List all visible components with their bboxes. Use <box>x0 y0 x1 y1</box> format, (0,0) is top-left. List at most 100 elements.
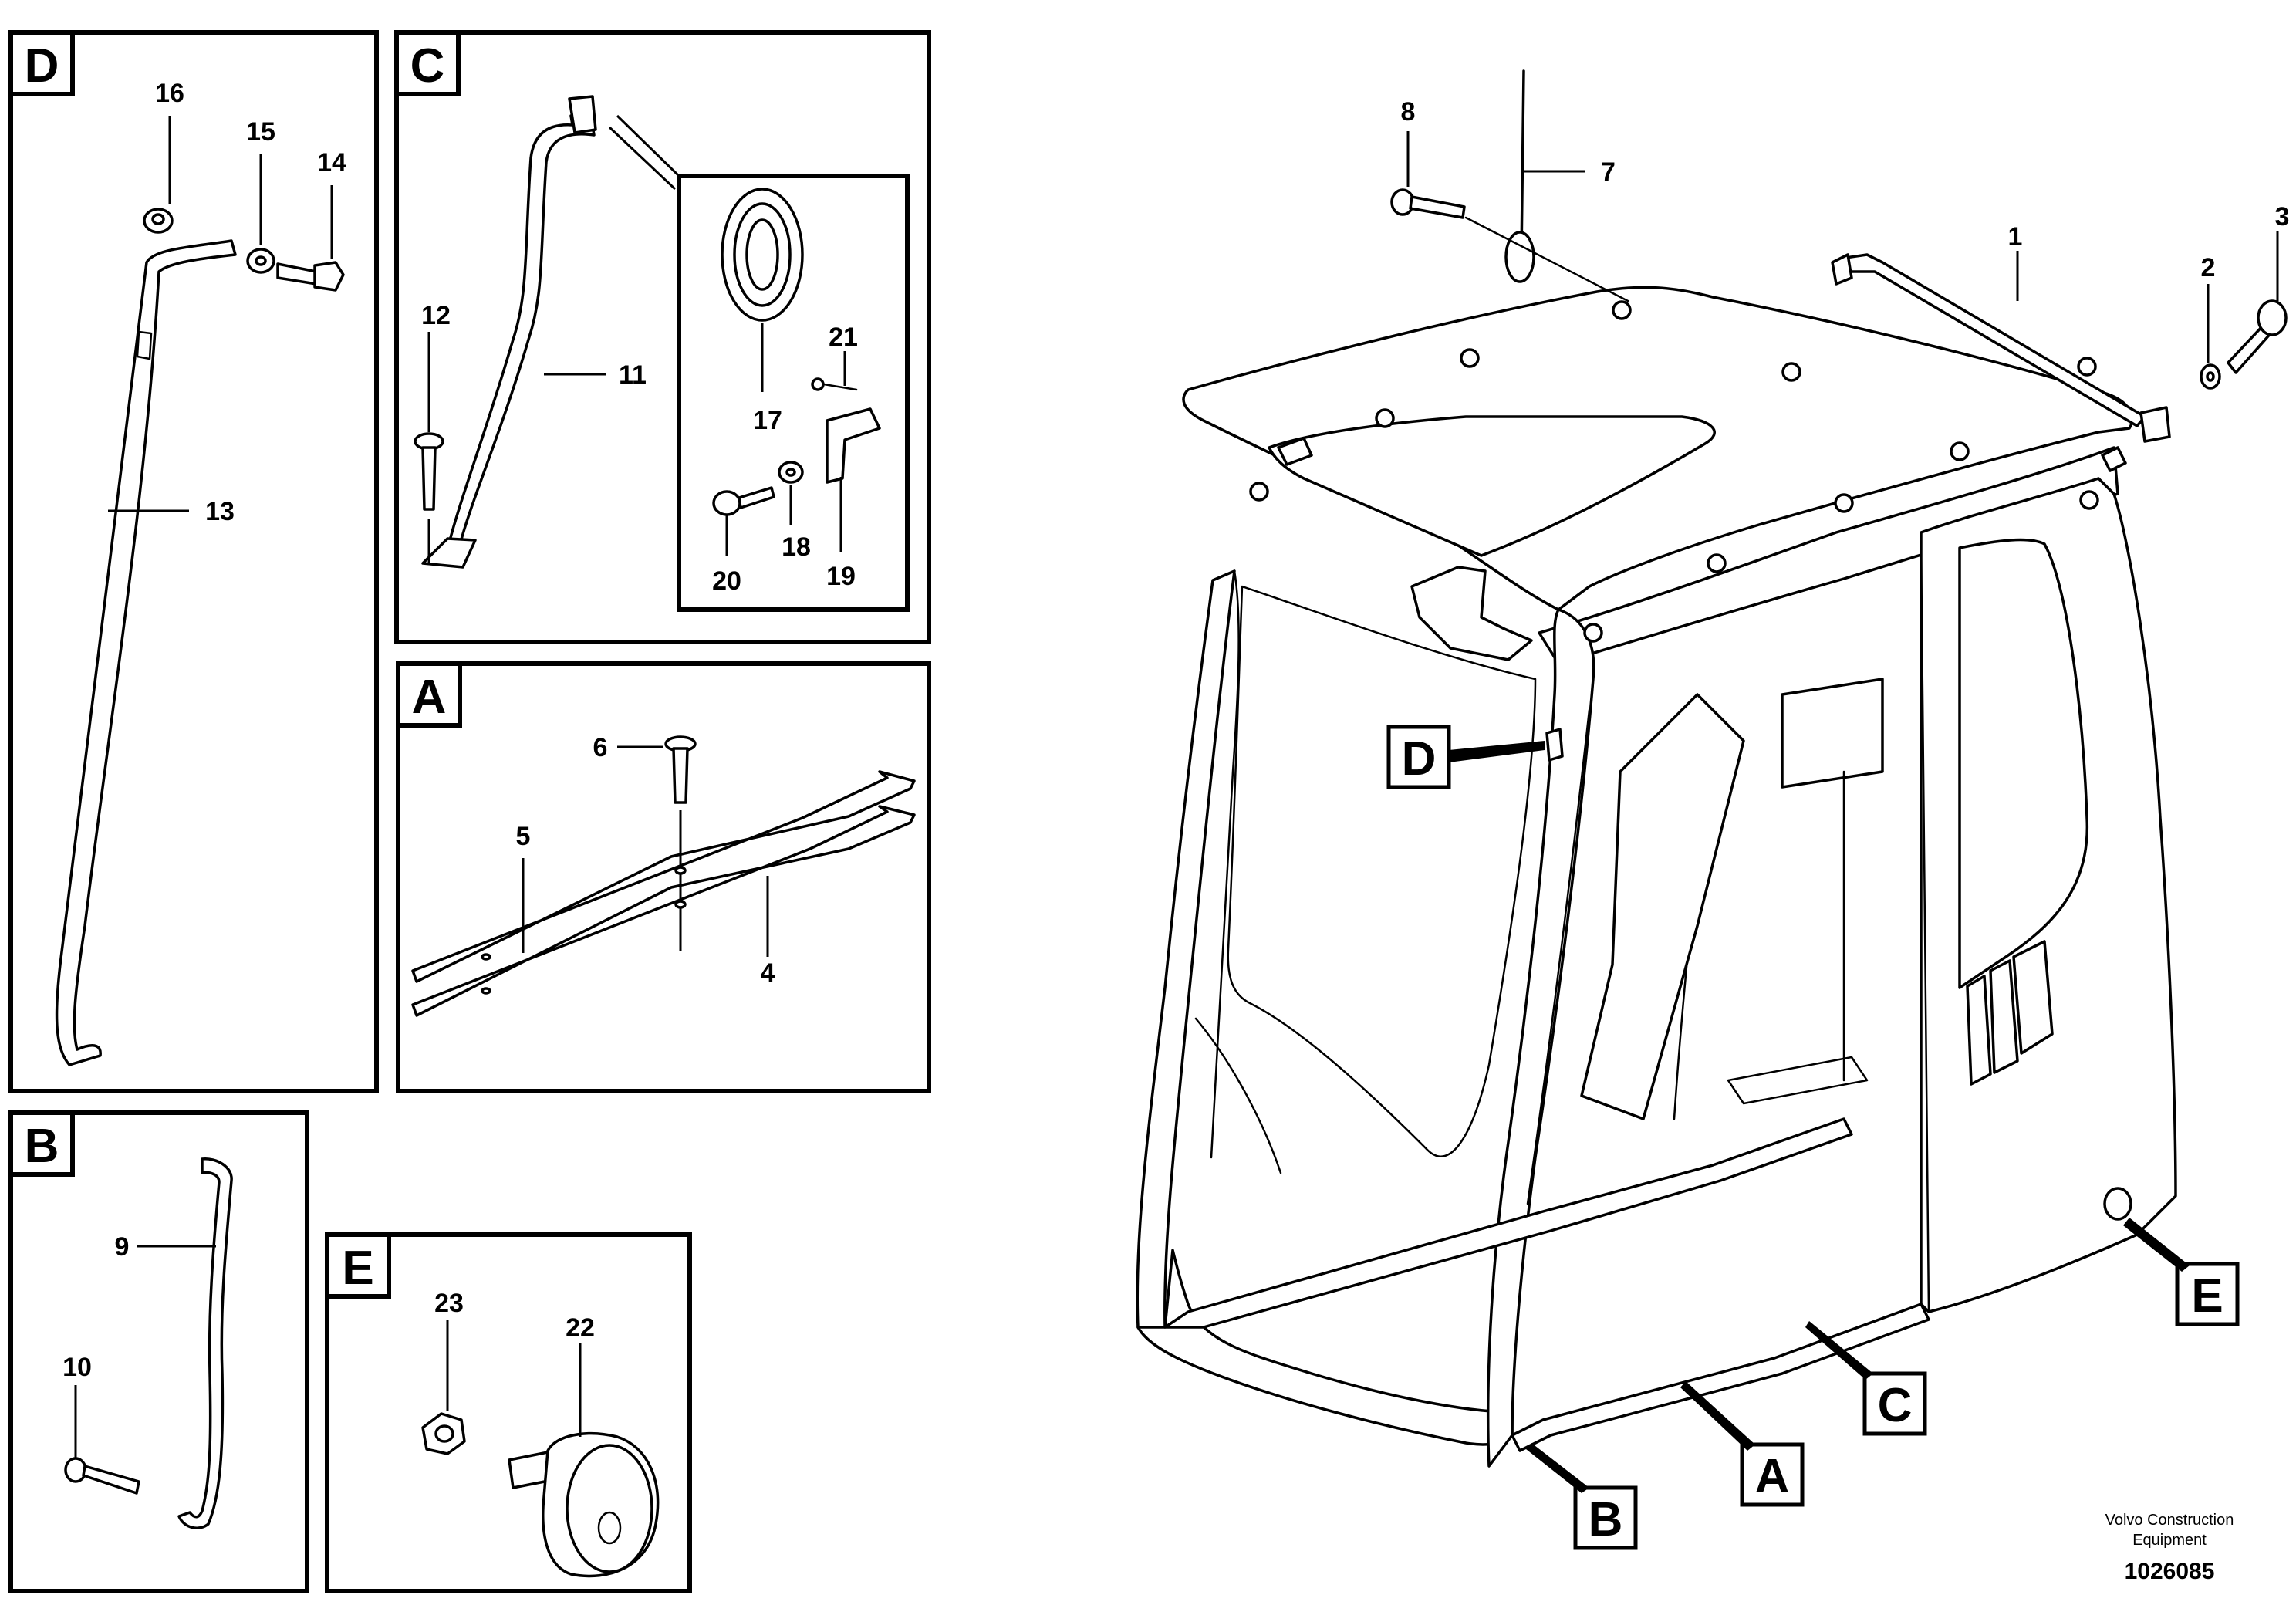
callout-13: 13 <box>205 497 235 526</box>
pipe-11-clip <box>568 95 597 134</box>
screw-20-head <box>712 490 741 516</box>
callout-16: 16 <box>155 79 184 108</box>
right-front-pillar <box>1486 608 1595 1468</box>
callout-3: 3 <box>2275 202 2290 231</box>
pipe-11 <box>446 110 596 551</box>
panel-b-label: B <box>25 1120 59 1173</box>
bolt-6-shank <box>672 747 689 804</box>
callout-23: 23 <box>434 1289 464 1318</box>
location-tag-c <box>1862 1371 1927 1436</box>
tag-a-pointer <box>1680 1381 1755 1451</box>
panel-c-frame <box>394 30 931 644</box>
panel-a: A 6 5 4 <box>396 661 931 1093</box>
panel-c: C 12 11 17 <box>394 30 931 644</box>
antenna-7-base <box>1504 231 1535 283</box>
bolt-10-shank <box>82 1465 140 1495</box>
inner-side-plate <box>1580 693 1745 1120</box>
grommet-17-hole <box>745 218 779 291</box>
door-window <box>1958 538 2089 989</box>
panel-b-frame <box>8 1110 309 1593</box>
location-tag-b <box>1573 1485 1638 1550</box>
callout-7: 7 <box>1601 157 1616 187</box>
right-front-pillar-inner <box>1526 708 1591 1205</box>
panel-a-frame <box>396 661 931 1093</box>
bolt-8-shank <box>1409 195 1466 219</box>
callout-2: 2 <box>2201 253 2216 282</box>
location-tag-e <box>2175 1262 2240 1326</box>
callout-10: 10 <box>62 1353 92 1382</box>
tag-e-pointer <box>2123 1218 2190 1272</box>
location-tag-b-text: B <box>1589 1493 1623 1546</box>
bolt-14-head <box>313 261 345 292</box>
panel-e-label: E <box>342 1242 373 1295</box>
callout-22: 22 <box>566 1313 595 1343</box>
rivet-21 <box>811 377 825 391</box>
handrail-1-stud <box>2101 446 2127 472</box>
rail-9 <box>177 1157 233 1529</box>
callout-4: 4 <box>761 958 775 988</box>
door-pillar <box>1920 539 1930 1313</box>
pipe-11-foot <box>421 537 477 569</box>
roof-lift-eye <box>1277 437 1313 466</box>
panel-d-label: D <box>25 39 59 93</box>
windscreen-lower <box>1194 1017 1282 1174</box>
vent-slot-2 <box>1989 959 2019 1074</box>
bolt-14-shank <box>276 262 318 286</box>
callout-14: 14 <box>317 148 346 177</box>
callout-15: 15 <box>246 117 275 147</box>
nut-23-hole <box>434 1424 454 1443</box>
panel-e-label-box <box>325 1232 391 1299</box>
footer: Volvo Construction Equipment 1026085 <box>2105 1512 2234 1584</box>
roof-window <box>1268 415 1716 557</box>
rear-bracket <box>1781 678 1884 789</box>
callout-20: 20 <box>712 566 741 596</box>
panel-d: D 16 15 14 13 <box>8 30 379 1093</box>
cab-assembly: 7 8 1 2 3 D B A C E <box>1136 69 2290 1550</box>
callout-1: 1 <box>2008 222 2023 252</box>
panel-e: E 23 22 <box>325 1232 692 1593</box>
floor-plate <box>1727 1056 1869 1105</box>
washer-16-hole <box>151 213 165 225</box>
callout-11: 11 <box>619 360 647 390</box>
location-tag-d-text: D <box>1402 732 1437 786</box>
vent-slot-1 <box>2012 940 2054 1055</box>
left-front-pillar <box>1136 569 1236 1329</box>
washer-15-hole <box>255 255 267 266</box>
location-tag-c-text: C <box>1878 1379 1913 1432</box>
callout-6: 6 <box>593 733 608 762</box>
location-tag-e-text: E <box>2191 1269 2223 1323</box>
bumper-22-face <box>566 1444 653 1573</box>
panel-c-label-box <box>394 30 461 96</box>
panel-a-label: A <box>412 671 447 724</box>
callout-9: 9 <box>115 1232 130 1262</box>
windscreen-opening <box>1227 585 1537 1157</box>
callout-18: 18 <box>782 532 811 562</box>
panel-b-label-box <box>8 1110 75 1177</box>
footer-brand-line2: Equipment <box>2132 1532 2207 1549</box>
strip-4 <box>411 805 916 1017</box>
panel-d-label-box <box>8 30 75 96</box>
callout-19: 19 <box>826 562 856 591</box>
callout-21: 21 <box>829 323 858 352</box>
strip-5 <box>411 770 916 983</box>
console-bracket <box>1410 566 1533 661</box>
panel-c-inset <box>677 174 910 612</box>
tag-b-pointer <box>1526 1443 1589 1493</box>
panel-a-label-box <box>396 661 462 728</box>
location-tag-a <box>1740 1442 1805 1507</box>
floor-cross-beam <box>1163 1117 1853 1329</box>
callout-17: 17 <box>753 406 782 435</box>
roof-bolts <box>1249 300 2099 643</box>
cab-bumper-e <box>2103 1187 2132 1221</box>
drawing-number: 1026085 <box>2125 1559 2215 1584</box>
bolt-12-shank <box>421 446 437 511</box>
callout-12: 12 <box>421 301 451 330</box>
tag-d-pointer <box>1449 741 1545 762</box>
vent-slot-3 <box>1966 975 1992 1086</box>
cab-clip-d <box>1545 728 1564 762</box>
bolt-10-head <box>64 1457 87 1483</box>
bolt-3-head <box>2257 299 2288 336</box>
panel-c-label: C <box>410 39 445 93</box>
panel-d-frame <box>8 30 379 1093</box>
